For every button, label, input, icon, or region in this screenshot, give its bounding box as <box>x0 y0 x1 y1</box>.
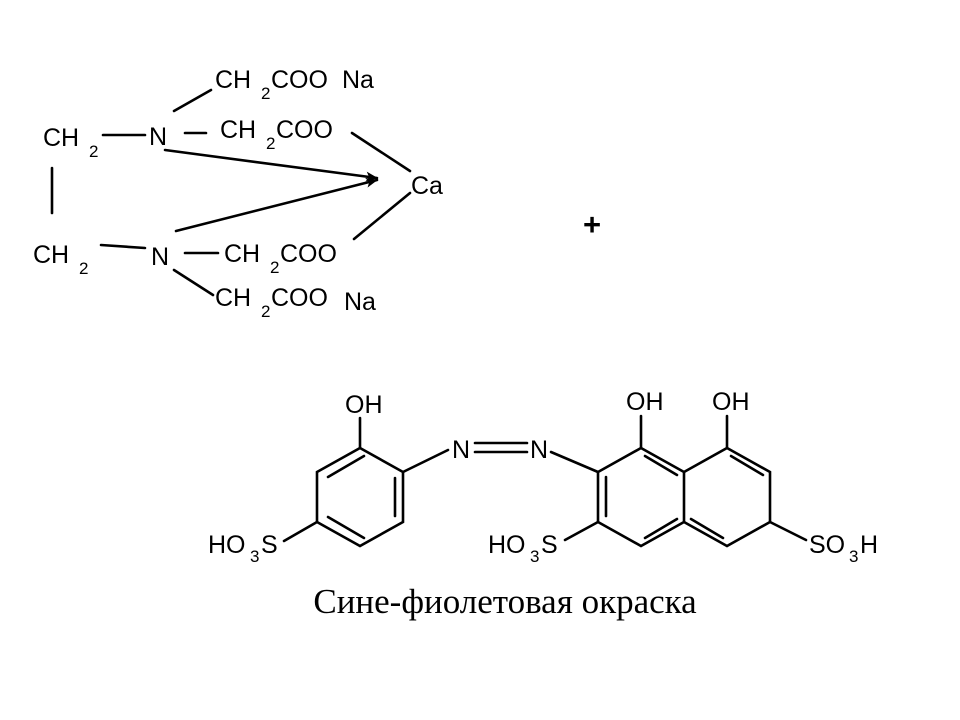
azo-n-right-label: N <box>530 436 548 464</box>
ring-b-inner-bond-1 <box>729 454 765 477</box>
arm4-subscript: 2 <box>261 302 270 321</box>
benzene-inner-bond-3 <box>326 454 366 479</box>
coo-ca-bond-top <box>350 131 412 173</box>
arm1-na: Na <box>342 66 374 94</box>
ch2-bottom-subscript: 2 <box>79 259 88 278</box>
naphthalene-ring-b <box>682 446 772 548</box>
color-caption: Сине-фиолетовая окраска <box>313 582 697 621</box>
n-arm4-bond <box>172 268 215 297</box>
oh-naph-2-label: OH <box>712 388 750 416</box>
so3h-right-subscript: 3 <box>849 547 858 566</box>
so3h-left-a: HO <box>208 531 246 559</box>
arm1-subscript: 2 <box>261 84 270 103</box>
arm2-coo: COO <box>276 116 333 144</box>
n-arm1-bond <box>172 88 213 113</box>
n-top-label: N <box>149 123 167 151</box>
arm3-ch: CH <box>224 240 260 268</box>
benzene-ring <box>315 446 405 548</box>
azo-naphthalene-bond <box>549 450 600 474</box>
benzene-so3h-bond <box>282 520 319 543</box>
coo-ca-bond-bottom <box>352 191 412 241</box>
arm4-na: Na <box>344 288 376 316</box>
azo-n-left-label: N <box>452 436 470 464</box>
plus-sign: + <box>583 207 601 242</box>
azo-dye: OH HO 3 S N N OH OH HO 3 S SO <box>208 388 878 566</box>
ring-a-inner-bond-2 <box>643 454 679 477</box>
ring-a-inner-bond-3 <box>643 517 679 540</box>
ch2-top-subscript: 2 <box>89 142 98 161</box>
calcium-label: Ca <box>411 172 443 200</box>
oh-naph-1-label: OH <box>626 388 664 416</box>
so3h-mid-a: HO <box>488 531 526 559</box>
arm3-coo: COO <box>280 240 337 268</box>
benzene-inner-bond-2 <box>326 515 366 540</box>
so3h-mid-subscript: 3 <box>530 547 539 566</box>
arm2-ch: CH <box>220 116 256 144</box>
arm1-ch: CH <box>215 66 251 94</box>
so3h-mid-b: S <box>541 531 558 559</box>
ch2-bottom-label: CH <box>33 241 69 269</box>
so3h-left-b: S <box>261 531 278 559</box>
arm3-subscript: 2 <box>270 258 279 277</box>
arm2-subscript: 2 <box>266 134 275 153</box>
ring-b-inner-bond-2 <box>689 517 725 540</box>
arm1-coo: COO <box>271 66 328 94</box>
so3h-left-subscript: 3 <box>250 547 259 566</box>
ca-edta-complex: CH 2 CH 2 N N CH 2 COO Na CH 2 COO CH 2 … <box>33 66 443 321</box>
arm4-coo: COO <box>271 284 328 312</box>
arm4-ch: CH <box>215 284 251 312</box>
n-ca-arrow-top <box>163 148 379 182</box>
naph-so3h-right-bond <box>768 520 808 542</box>
so3h-right-a: SO <box>809 531 845 559</box>
n-ca-arrow-bottom <box>174 177 379 233</box>
ch2-top-label: CH <box>43 124 79 152</box>
naph-so3h-mid-bond <box>563 520 600 542</box>
n-bottom-label: N <box>151 243 169 271</box>
oh-left-label: OH <box>345 391 383 419</box>
benzene-azo-bond <box>401 448 450 474</box>
naphthalene-ring-a <box>596 446 686 548</box>
ch2-n-bottom-bond <box>99 243 147 250</box>
so3h-right-b: H <box>860 531 878 559</box>
